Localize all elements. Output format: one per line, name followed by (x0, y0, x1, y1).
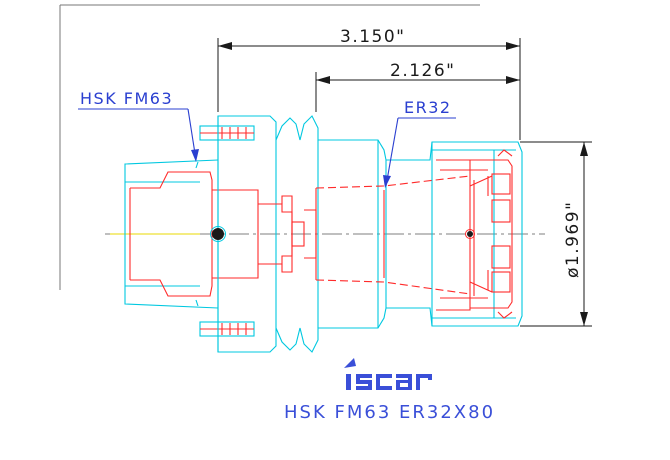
coolant-hole-right (467, 231, 473, 237)
coolant-hole-left (212, 228, 224, 240)
drive-key-bottom (199, 321, 255, 337)
dimension-gauge-length (315, 72, 520, 112)
hsk-label: HSK FM63 (80, 89, 173, 108)
flange-body (217, 115, 523, 353)
coolant-hole-left-ring (210, 226, 226, 242)
er32-label: ER32 (404, 98, 452, 117)
dim-diameter-text: ø1.969" (563, 201, 583, 278)
dimension-overall-length (217, 38, 521, 140)
er32-leader (383, 117, 456, 188)
coolant-hole-right-ring (465, 229, 475, 239)
dimension-diameter (520, 141, 592, 327)
drive-key-top (199, 125, 255, 141)
clamping-nut (469, 149, 513, 319)
hsk-leader (78, 108, 199, 162)
dim-overall-length-text: 3.150" (340, 27, 406, 47)
internal-bore (258, 159, 488, 311)
iscar-logo (344, 358, 432, 390)
dim-gauge-length-text: 2.126" (390, 61, 456, 81)
hsk-shank (124, 159, 259, 309)
product-code: HSK FM63 ER32X80 (284, 402, 495, 423)
